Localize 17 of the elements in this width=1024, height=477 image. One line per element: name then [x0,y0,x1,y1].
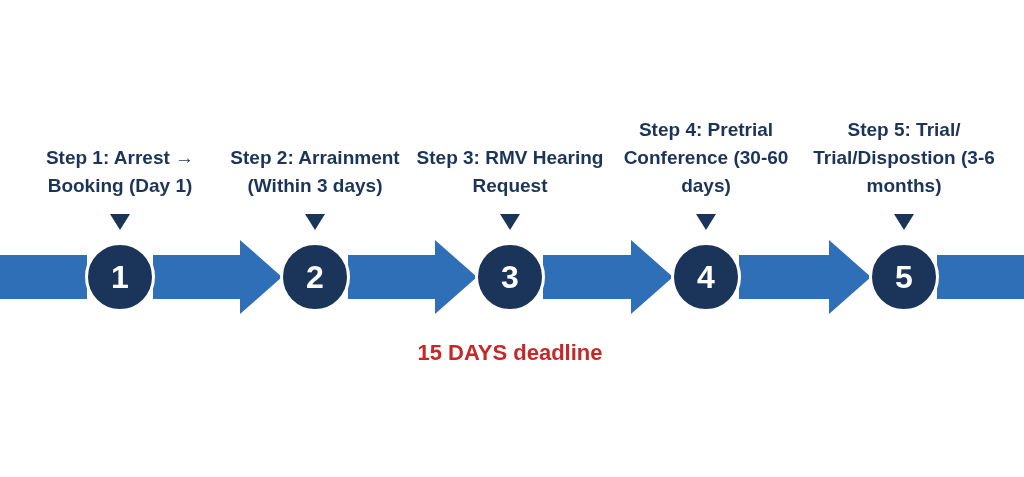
step-number-circle: 3 [475,242,545,312]
step-label: Step 1: Arrest → Booking (Day 1) [44,146,196,198]
step-number-circle: 2 [280,242,350,312]
arrow [543,240,673,314]
step-number-circle: 1 [85,242,155,312]
step-number-circle: 4 [671,242,741,312]
step-label: Step 2: Arrainment (Within 3 days) [229,146,401,198]
step-label: Step 5: Trial/ Trial/Dispostion (3-6 months) [812,118,996,198]
arrow [739,240,871,314]
deadline-note: 15 DAYS deadline [416,339,604,367]
arrow [0,255,87,299]
arrow [153,240,282,314]
arrow [348,240,477,314]
step-number-circle: 5 [869,242,939,312]
step-label: Step 4: Pretrial Conference (30-60 days) [622,118,790,198]
step-label: Step 3: RMV Hearing Request [415,146,605,198]
arrow [937,255,1024,299]
